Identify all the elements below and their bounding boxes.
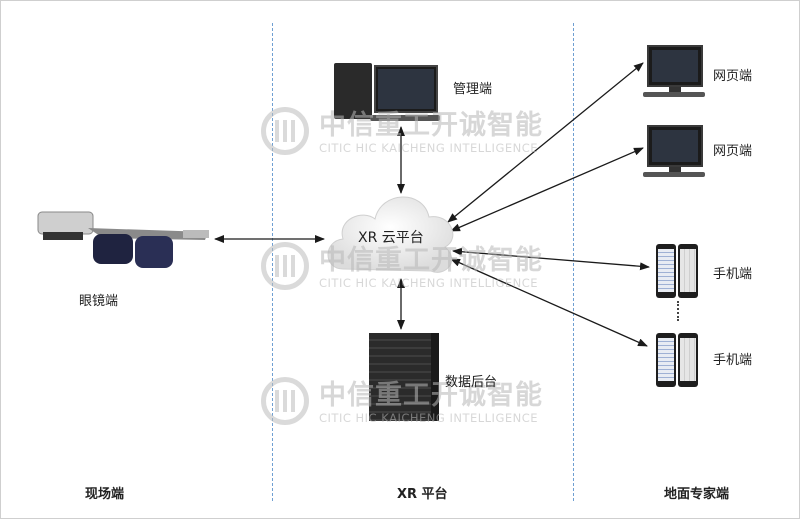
database-label: 数据后台 (445, 375, 498, 390)
cloud-label: XR 云平台 (358, 230, 424, 246)
server-icon (369, 333, 439, 421)
web1-label: 网页端 (713, 69, 753, 84)
phone-icon (678, 244, 698, 298)
monitor-icon (643, 45, 705, 97)
admin-pc-icon (334, 59, 444, 125)
column-label-ground-expert: 地面专家端 (664, 487, 730, 502)
ellipsis-dots (677, 301, 679, 321)
mobile1-label: 手机端 (713, 267, 753, 282)
admin-label: 管理端 (453, 82, 493, 97)
mobile2-label: 手机端 (713, 353, 753, 368)
ar-glasses-icon (37, 211, 209, 268)
phone-icon (656, 244, 676, 298)
arrow-cloud-web2 (450, 147, 644, 232)
arrow-cloud-mobile1 (452, 247, 650, 271)
cloud-icon (327, 196, 454, 273)
arrow-cloud-mobile2 (450, 258, 648, 347)
phone-icon (678, 333, 698, 387)
monitor-icon (643, 125, 705, 177)
phone-icon (656, 333, 676, 387)
column-label-xr-platform: XR 平台 (397, 487, 448, 502)
column-divider-left (272, 23, 273, 501)
column-label-field: 现场端 (85, 487, 125, 502)
glasses-label: 眼镜端 (79, 294, 119, 309)
web2-label: 网页端 (713, 144, 753, 159)
